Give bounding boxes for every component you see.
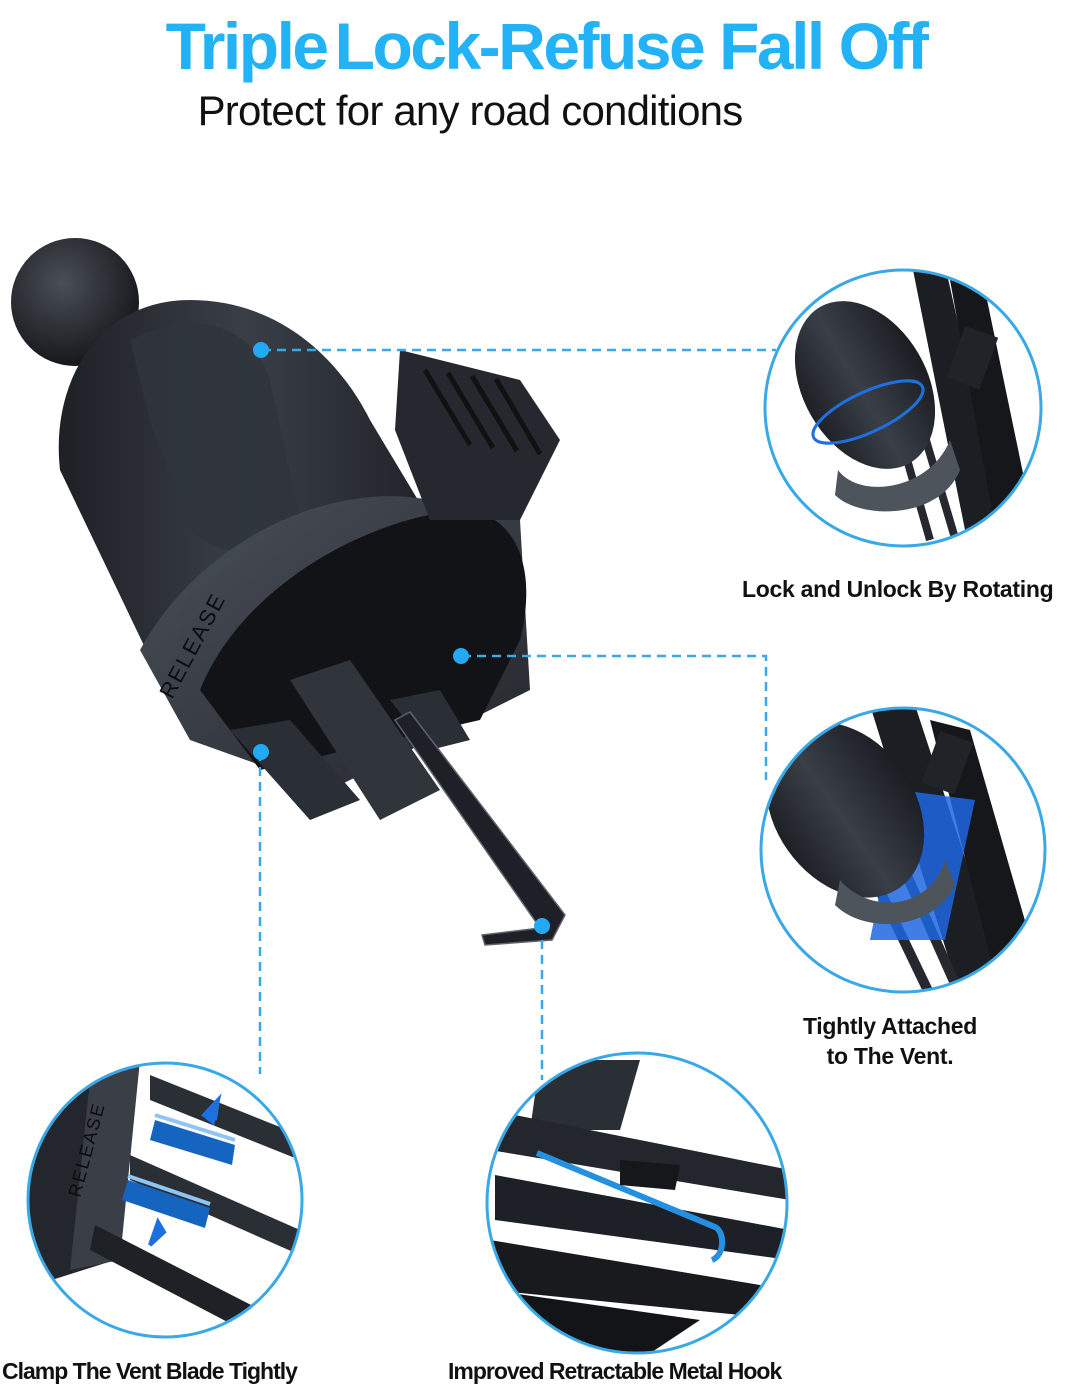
caption-clamp-blade: Clamp The Vent Blade Tightly xyxy=(2,1358,298,1384)
clamp-prong-middle xyxy=(290,660,440,820)
main-product: RELEASE xyxy=(11,238,566,946)
metal-hook xyxy=(393,711,566,946)
detail-circle-rotate xyxy=(763,268,1043,548)
subheadline: Protect for any road conditions xyxy=(197,87,744,134)
caption-attached-vent-line1: Tightly Attached xyxy=(802,1013,978,1039)
detail-circle-hook xyxy=(485,1051,789,1355)
detail-circle-vent xyxy=(759,706,1047,994)
caption-attached-vent: Tightly Attached to The Vent. xyxy=(770,1011,1010,1071)
connector-lines xyxy=(258,348,776,1080)
headline-part-1: Triple xyxy=(165,9,330,83)
lock-tab xyxy=(395,350,560,520)
caption-attached-vent-line2: to The Vent. xyxy=(826,1043,954,1069)
callout-dots xyxy=(253,342,550,934)
caption-lock-rotate: Lock and Unlock By Rotating xyxy=(742,576,1054,602)
detail-circle-clamp: RELEASE xyxy=(26,1061,304,1339)
caption-metal-hook: Improved Retractable Metal Hook xyxy=(448,1358,782,1384)
headline-part-2: Lock-Refuse Fall Off xyxy=(334,9,929,83)
